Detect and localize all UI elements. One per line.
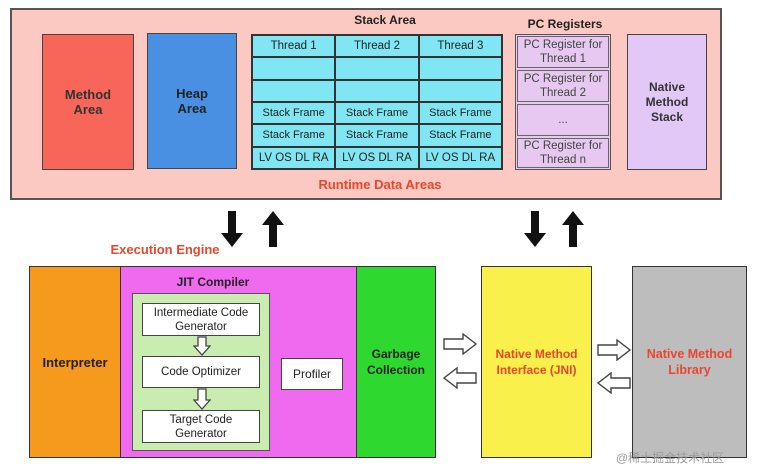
hollow-arrow-left-icon [443,367,477,389]
profiler-label: Profiler [292,367,331,381]
jit-compiler-title: JIT Compiler [176,275,250,289]
arrow-up-icon [262,211,284,247]
native-method-library-label: Native Method Library [646,347,733,377]
frame-contents-cell: LV OS DL RA [335,146,419,169]
native-method-interface-label: Native Method Interface (JNI) [495,347,578,377]
code-optimizer-box: Code Optimizer [142,356,260,388]
execution-engine-label: Execution Engine [110,241,220,257]
native-method-library-box: Native Method Library [632,266,747,458]
profiler-box: Profiler [281,358,343,390]
watermark-text: @稀土掘金技术社区 [616,451,725,465]
stack-area-title: Stack Area [354,13,416,27]
pc-register-item: PC Register for Thread n [517,138,609,168]
hollow-arrow-down-icon [193,388,211,410]
pc-registers-column: PC Register for Thread 1 PC Register for… [515,34,611,170]
intermediate-code-generator-label: Intermediate Code Generator [153,306,249,333]
target-code-generator-label: Target Code Generator [169,413,233,440]
stack-frame-cell: Stack Frame [418,124,502,147]
stack-frame-cell: Stack Frame [418,102,502,125]
stack-frame-cell: Stack Frame [252,124,336,147]
pc-register-item: PC Register for Thread 2 [517,70,609,102]
pc-registers-title: PC Registers [527,17,603,31]
stack-cell: Thread 2 [335,35,419,58]
garbage-collection-box: Garbage Collection [356,266,436,458]
stack-cell [252,57,336,80]
arrow-down-icon [221,211,243,247]
interpreter-label: Interpreter [42,354,108,370]
garbage-collection-label: Garbage Collection [366,347,425,377]
pc-register-ellipsis: ... [517,104,609,136]
frame-contents-cell: LV OS DL RA [418,146,502,169]
hollow-arrow-right-icon [443,333,477,355]
hollow-arrow-down-icon [193,336,211,356]
stack-frame-cell: Stack Frame [335,102,419,125]
stack-frame-cell: Stack Frame [252,102,336,125]
method-area-label: Method Area [64,87,112,117]
frame-contents-cell: LV OS DL RA [252,146,336,169]
pc-register-item: PC Register for Thread 1 [517,36,609,68]
code-optimizer-label: Code Optimizer [161,366,241,378]
native-method-stack-label: Native Method Stack [645,79,689,124]
target-code-generator-box: Target Code Generator [142,410,260,443]
stack-cell: Thread 1 [252,35,336,58]
stack-cell: Thread 3 [418,35,502,58]
method-area-box: Method Area [42,34,134,170]
stack-cell [418,79,502,102]
heap-area-label: Heap Area [176,86,208,116]
stack-frame-cell: Stack Frame [335,124,419,147]
heap-area-box: Heap Area [147,33,237,169]
arrow-up-icon [562,211,584,247]
runtime-data-areas-label: Runtime Data Areas [318,176,442,192]
arrow-down-icon [524,211,546,247]
native-method-interface-box: Native Method Interface (JNI) [481,266,592,458]
hollow-arrow-right-icon [597,339,631,361]
hollow-arrow-left-icon [597,372,631,394]
stack-cell [252,79,336,102]
interpreter-box: Interpreter [29,266,121,458]
native-method-stack-box: Native Method Stack [627,34,707,170]
stack-cell [335,79,419,102]
stack-cell [418,57,502,80]
intermediate-code-generator-box: Intermediate Code Generator [142,303,260,336]
stack-area-grid: Thread 1 Thread 2 Thread 3 Stack Frame S… [251,34,503,170]
stack-cell [335,57,419,80]
